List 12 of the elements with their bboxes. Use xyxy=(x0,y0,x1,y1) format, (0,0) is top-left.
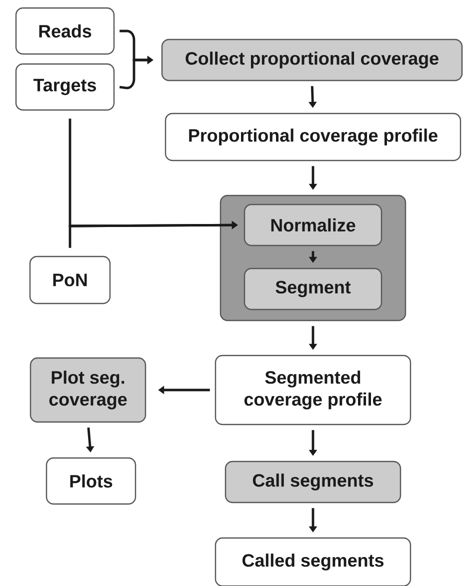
process-box: Call segments xyxy=(224,460,402,504)
data-box: Proportional coverage profile xyxy=(164,112,462,162)
process-box: Segment xyxy=(244,268,382,310)
data-box: Segmented coverage profile xyxy=(214,354,412,426)
process-box: Collect proportional coverage xyxy=(161,38,463,82)
process-box: Normalize xyxy=(244,204,382,246)
process-box: Plot seg. coverage xyxy=(30,357,146,423)
data-box: Reads xyxy=(15,7,115,55)
data-box: Plots xyxy=(46,457,136,505)
data-box: Targets xyxy=(15,63,115,111)
data-box: PoN xyxy=(29,256,111,304)
data-box: Called segments xyxy=(214,537,412,586)
